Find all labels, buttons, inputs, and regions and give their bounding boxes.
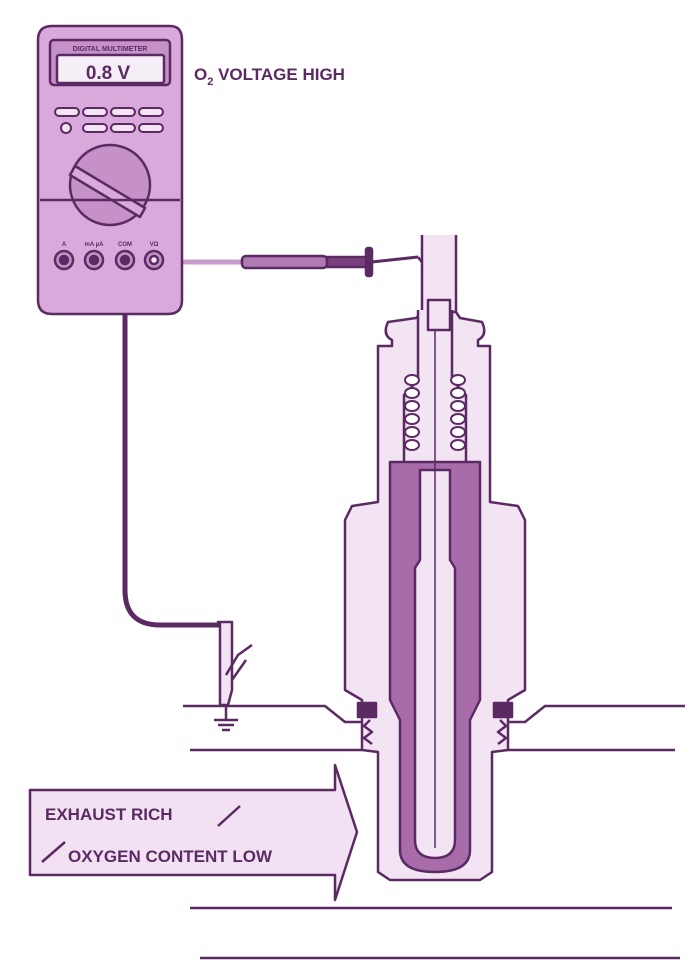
ground-lead [122, 262, 253, 707]
arrow-divider [41, 841, 66, 863]
o2-voltage-label: O2 VOLTAGE HIGH [194, 65, 345, 88]
exhaust-pipe-wall [183, 704, 685, 960]
jack-label-ma: mA µA [85, 242, 105, 248]
oxygen-sensor [343, 235, 527, 882]
digital-multimeter [36, 24, 184, 316]
spring [404, 374, 466, 451]
exhaust-flow-arrow [28, 763, 359, 902]
multimeter-reading: 0.8 V [86, 63, 131, 84]
buttons [54, 107, 164, 134]
test-probe [160, 246, 425, 278]
ground-icon [214, 705, 238, 732]
jack-label-a: A [62, 242, 67, 248]
multimeter-brand: DIGITAL MULTIMETER [73, 46, 148, 53]
oxygen-content-label: OXYGEN CONTENT LOW [68, 847, 273, 866]
jack-label-v: VΩ [150, 242, 159, 248]
jack-label-com: COM [118, 242, 132, 248]
exhaust-rich-label: EXHAUST RICH [45, 805, 173, 824]
rotary-dial [68, 143, 152, 227]
arrow-divider [217, 805, 241, 827]
